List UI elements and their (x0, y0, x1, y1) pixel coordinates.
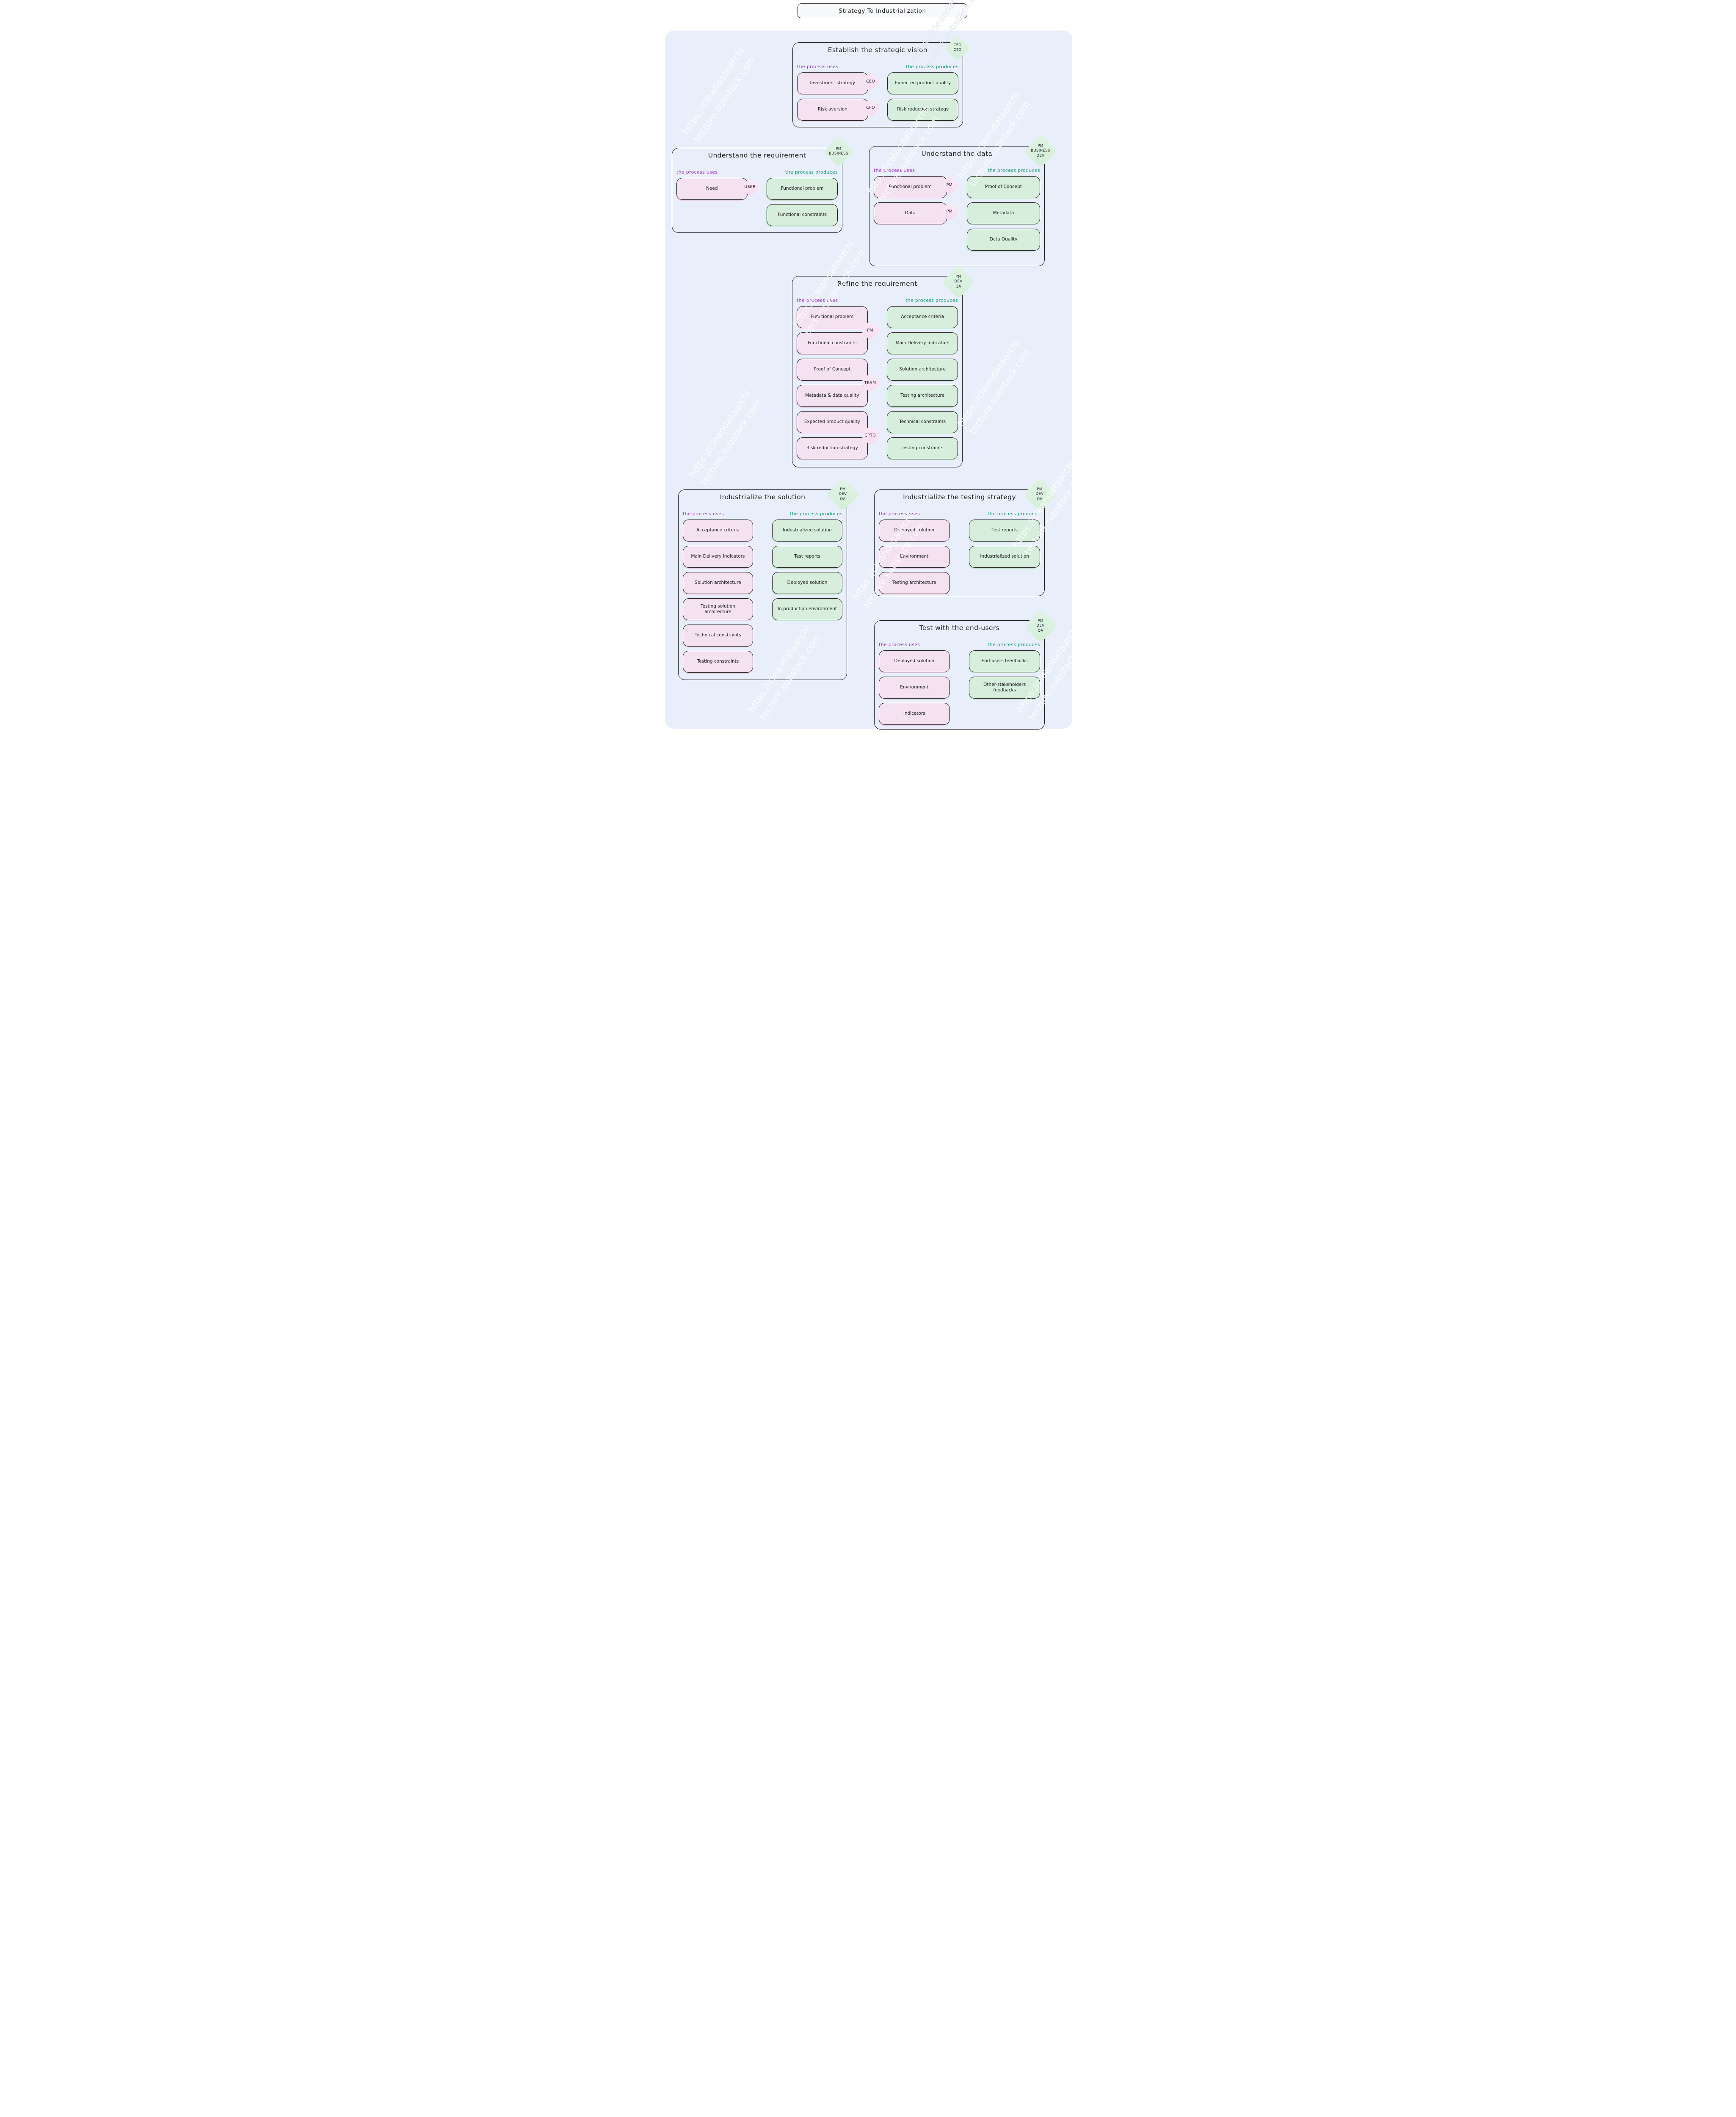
produces-label: the process produces (905, 298, 958, 303)
produces-box: End-users feedbacks (969, 650, 1040, 672)
produces-label: the process produces (906, 64, 958, 69)
uses-box: Acceptance criteria (683, 520, 753, 542)
uses-box: Expected product quality (797, 411, 868, 433)
diagram-canvas: Strategy To Industrialization https://cl… (651, 0, 1085, 745)
produces-box: Deployed solution (772, 572, 842, 594)
process-title: Test with the end-users (919, 624, 1000, 632)
produces-box: Main Delivery Indicators (887, 332, 958, 354)
uses-box: Main Delivery Indicators (683, 546, 753, 568)
uses-box: Functional problem (797, 306, 868, 328)
produces-box: Metadata (967, 202, 1040, 224)
uses-box: Metadata & data quality (797, 385, 868, 407)
produces-box: Proof of Concept (967, 176, 1040, 198)
uses-label: the process uses (879, 511, 920, 517)
uses-box: Testing constraints (683, 651, 753, 673)
uses-box: Environment (879, 677, 950, 699)
uses-box: Technical constraints (683, 625, 753, 647)
produces-box: Test reports (772, 546, 842, 568)
tag-diamond: PM (860, 320, 880, 340)
uses-box: Investment strategy CEO (797, 72, 880, 94)
uses-box: Proof of Concept (797, 359, 868, 381)
tag-diamond: USER (740, 177, 760, 197)
produces-label: the process produces (988, 511, 1040, 517)
uses-box: Deployed solution (879, 520, 950, 542)
process-title: Understand the requirement (708, 152, 806, 159)
uses-box: Environment (879, 546, 950, 568)
produces-label: the process produces (988, 642, 1040, 647)
produces-label: the process produces (790, 511, 842, 517)
tag-diamond: CFO (861, 98, 880, 118)
produces-box: Testing architecture (887, 385, 958, 407)
uses-box: Need USER (676, 177, 760, 200)
tag-diamond: CEO (861, 72, 880, 91)
tag-diamond: CPTO (860, 425, 880, 445)
uses-box: Functional problem PM (874, 176, 959, 198)
produces-box: Industrialized solution (772, 520, 842, 542)
produces-box: Other-stakeholders feedbacks (969, 677, 1040, 699)
produces-box: Acceptance criteria (887, 306, 958, 328)
produces-box: In production environment (772, 598, 842, 620)
uses-label: the process uses (683, 511, 724, 517)
uses-box: Indicators (879, 703, 950, 725)
produces-box: Technical constraints (887, 411, 958, 433)
produces-box: Industrialized solution (969, 546, 1040, 568)
uses-box: Testing architecture (879, 572, 950, 594)
uses-box: Deployed solution (879, 650, 950, 672)
produces-box: Data Quality (967, 229, 1040, 251)
uses-box: Solution architecture (683, 572, 753, 594)
produces-label: the process produces (988, 168, 1040, 173)
uses-label: the process uses (676, 169, 718, 175)
produces-label: the process produces (785, 169, 838, 175)
tag-diamond: PM (940, 176, 959, 195)
process-title: Refine the requirement (837, 280, 917, 287)
tag-diamond: TEAM (860, 373, 880, 393)
produces-box: Functional constraints (767, 204, 838, 226)
uses-label: the process uses (797, 298, 838, 303)
uses-box: Risk aversion CFO (797, 98, 880, 121)
process-title: Industrialize the testing strategy (903, 493, 1016, 501)
uses-label: the process uses (797, 64, 839, 69)
uses-box: Functional constraints (797, 332, 868, 354)
uses-box: Risk reduction strategy (797, 437, 868, 459)
uses-box: Testing solution architecture (683, 598, 753, 620)
produces-box: Functional problem (767, 178, 838, 200)
uses-box: Data PM (874, 202, 959, 224)
produces-box: Expected product quality (887, 72, 958, 94)
produces-box: Solution architecture (887, 359, 958, 381)
produces-box: Risk reduction strategy (887, 99, 958, 121)
produces-box: Test reports (969, 520, 1040, 542)
process-title: Establish the strategic vision (828, 46, 928, 54)
produces-box: Testing constraints (887, 437, 958, 459)
page-title: Strategy To Industrialization (798, 3, 967, 18)
uses-label: the process uses (879, 642, 920, 647)
process-title: Industrialize the solution (720, 493, 806, 501)
uses-label: the process uses (874, 168, 915, 173)
process-title: Understand the data (921, 150, 993, 158)
tag-diamond: PM (940, 202, 959, 221)
